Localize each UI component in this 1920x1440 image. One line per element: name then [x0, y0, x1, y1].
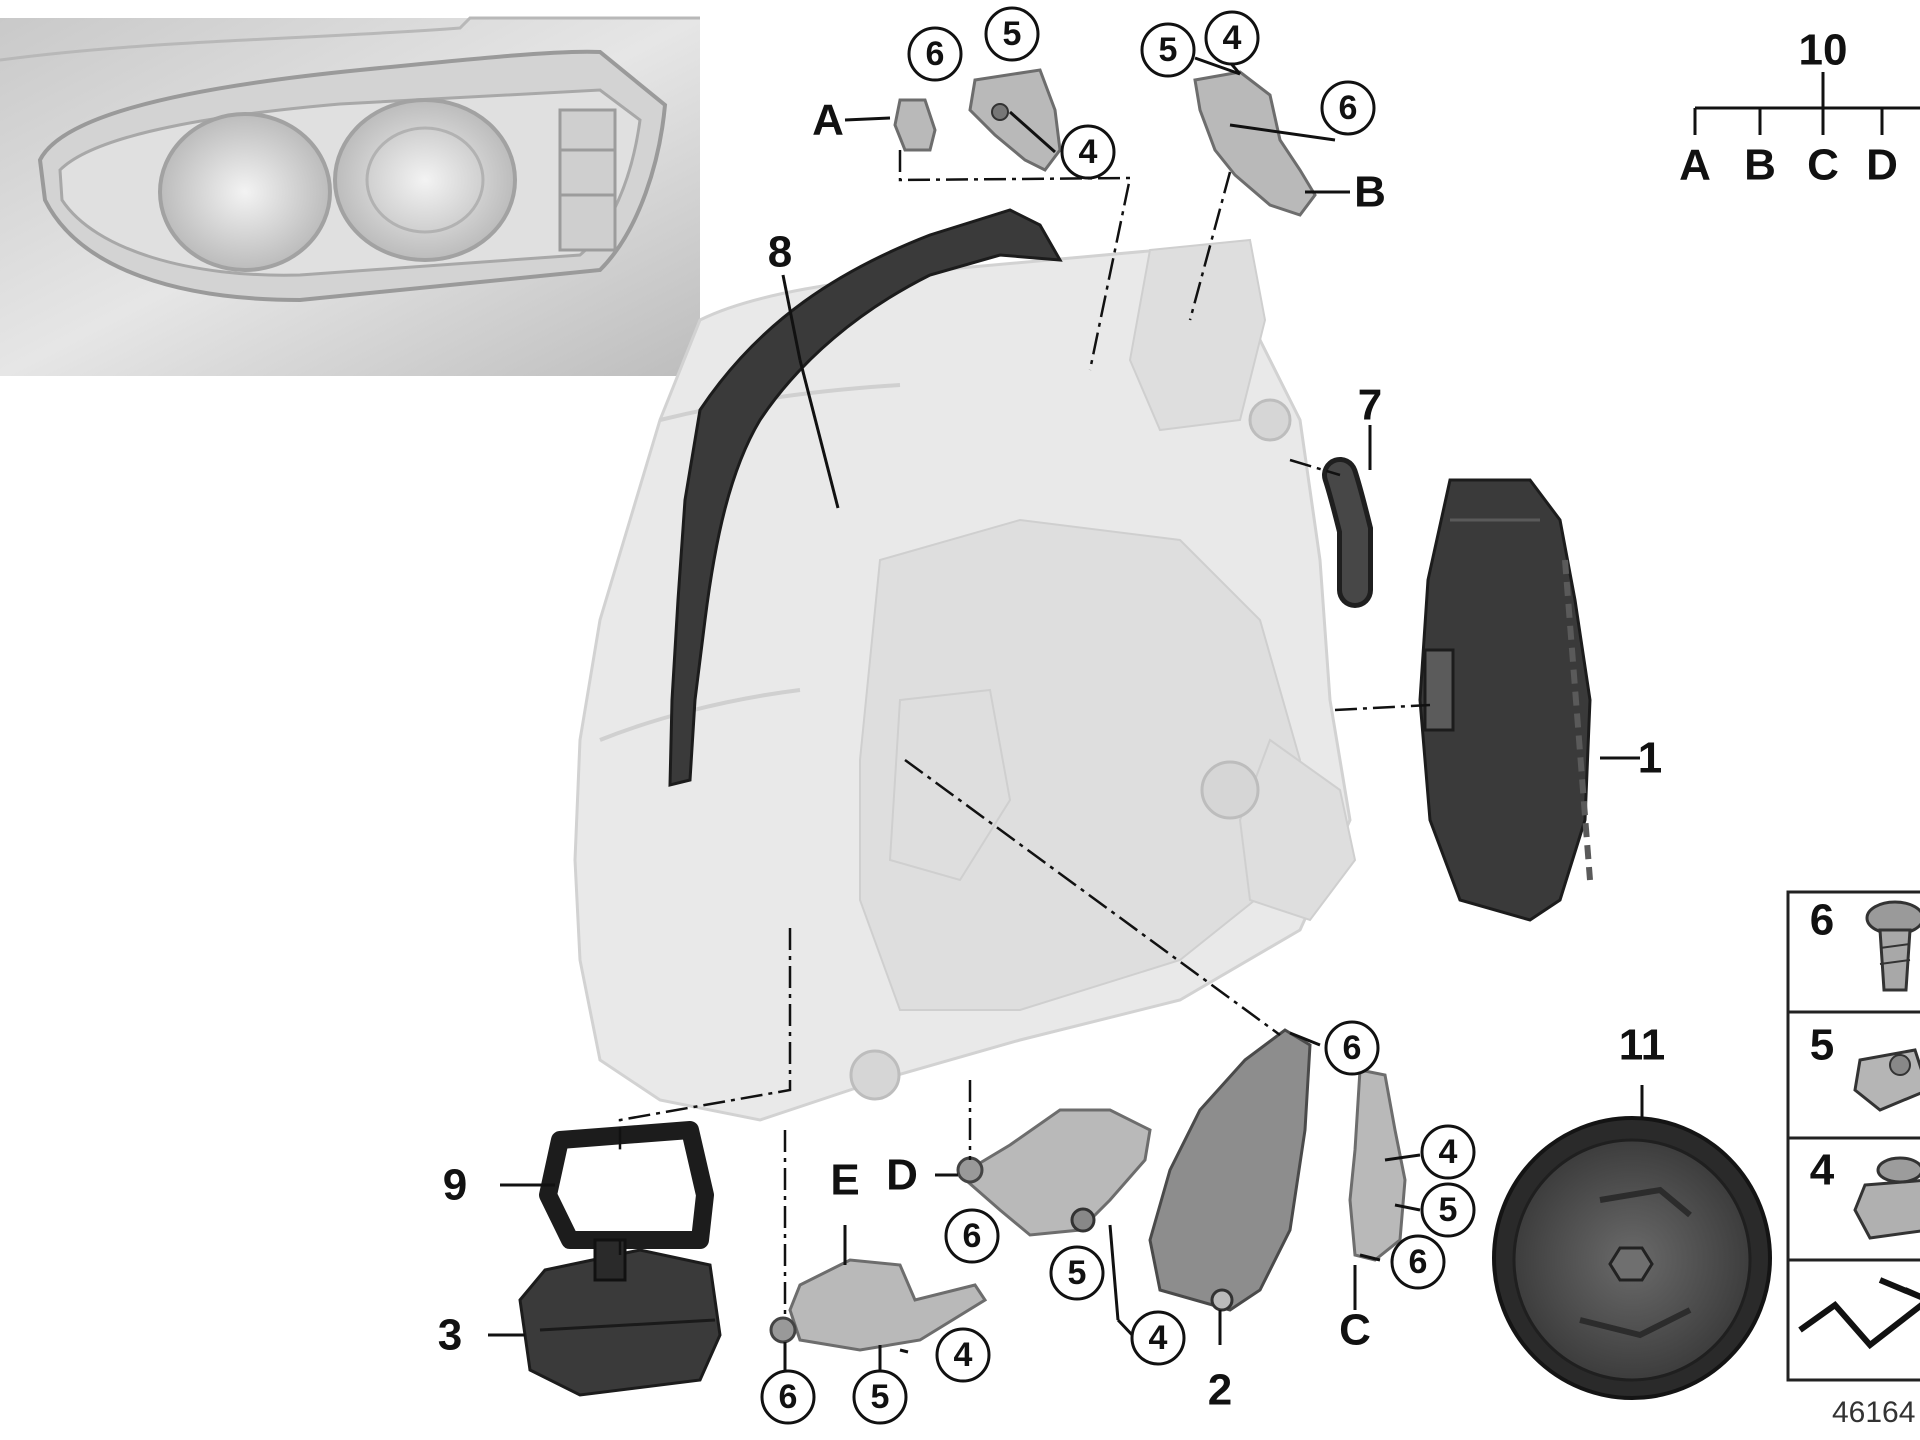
- label-e: E: [830, 1156, 859, 1205]
- label-d: D: [886, 1151, 918, 1200]
- label-c: C: [1339, 1306, 1371, 1355]
- svg-text:4: 4: [1079, 133, 1098, 171]
- callout-e6: 6: [760, 1369, 816, 1425]
- callout-e5: 5: [852, 1369, 908, 1425]
- callout-c5: 5: [1420, 1182, 1476, 1238]
- part-9-label: 9: [443, 1161, 467, 1210]
- svg-text:5: 5: [1439, 1191, 1458, 1229]
- svg-text:5: 5: [1159, 31, 1178, 69]
- svg-text:4: 4: [954, 1336, 973, 1374]
- screw-icon: [1865, 900, 1920, 992]
- callout-a6: 6: [907, 26, 963, 82]
- tree-b-label: B: [1744, 141, 1776, 190]
- callout-c4: 4: [1420, 1124, 1476, 1180]
- part-3-label: 3: [438, 1311, 462, 1360]
- svg-text:4: 4: [1223, 19, 1242, 57]
- svg-text:5: 5: [1003, 15, 1022, 53]
- label-a: A: [812, 96, 844, 145]
- headlight-housing: [573, 238, 1357, 1122]
- part-3-module: [518, 1238, 722, 1397]
- fastener-legend: 6 5 4: [1786, 890, 1920, 1382]
- part-2-bracket: [1148, 1028, 1312, 1312]
- bracket-b: [1193, 70, 1317, 217]
- callout-c6: 6: [1390, 1234, 1446, 1290]
- part-1-label: 1: [1638, 734, 1662, 783]
- callout-d4: 4: [1130, 1310, 1186, 1366]
- svg-text:4: 4: [1149, 1319, 1168, 1357]
- label-b: B: [1354, 168, 1386, 217]
- svg-text:5: 5: [1068, 1254, 1087, 1292]
- legend-row-5-label: 5: [1810, 1021, 1834, 1070]
- part-9-gasket: [539, 1121, 714, 1249]
- tree-d-label: D: [1866, 141, 1898, 190]
- part-11-cap: [1492, 1116, 1772, 1400]
- bracket-d: [956, 1108, 1152, 1237]
- callout-a5: 5: [984, 6, 1040, 62]
- callout-a4: 4: [1060, 124, 1116, 180]
- part-1-control-module: [1418, 478, 1593, 922]
- bracket-c: [1348, 1068, 1407, 1262]
- legend-row-4-label: 4: [1810, 1146, 1835, 1195]
- callouts: 6 5 4 5 4 6 6 4 5 6 6 5 4 6 5 4: [760, 6, 1476, 1425]
- legend-row-6-label: 6: [1810, 896, 1834, 945]
- part-labels: 1 2 3 7 8 9 11 A B C D E: [438, 96, 1666, 1415]
- part-7-hose: [1322, 457, 1373, 608]
- clip-nut-icon: [1853, 1048, 1920, 1112]
- svg-text:6: 6: [1339, 89, 1358, 127]
- reference-number: 46164: [1832, 1396, 1915, 1429]
- zigzag-arrow-icon: [1798, 1277, 1920, 1350]
- leader-lines: [488, 56, 1644, 1378]
- headlight-inset-icon: [0, 16, 700, 376]
- callout-d6: 6: [944, 1208, 1000, 1264]
- tree-c-label: C: [1807, 141, 1839, 190]
- svg-text:6: 6: [1409, 1243, 1428, 1281]
- part-10-label: 10: [1799, 26, 1848, 75]
- callout-b5: 5: [1140, 22, 1196, 78]
- svg-text:6: 6: [1343, 1029, 1362, 1067]
- callout-d5: 5: [1049, 1245, 1105, 1301]
- assembly-lines: [618, 150, 1431, 1320]
- part-8-seal: [668, 208, 1063, 787]
- part-10-tree: 10 A B C D: [1679, 26, 1920, 190]
- svg-text:4: 4: [1439, 1133, 1458, 1171]
- part-2-label: 2: [1208, 1366, 1232, 1415]
- callout-e4: 4: [935, 1327, 991, 1383]
- svg-text:6: 6: [926, 35, 945, 73]
- expanding-nut-icon: [1853, 1156, 1920, 1240]
- tree-a-label: A: [1679, 141, 1711, 190]
- bracket-e: [769, 1258, 988, 1352]
- callout-b6: 6: [1320, 80, 1376, 136]
- bracket-a: [893, 68, 1062, 172]
- part-11-label: 11: [1619, 1021, 1666, 1070]
- svg-text:6: 6: [779, 1378, 798, 1416]
- svg-text:6: 6: [963, 1217, 982, 1255]
- part-7-label: 7: [1358, 381, 1382, 430]
- callout-b4: 4: [1204, 10, 1260, 66]
- callout-c6-top: 6: [1324, 1020, 1380, 1076]
- svg-text:5: 5: [871, 1378, 890, 1416]
- part-8-label: 8: [768, 228, 792, 277]
